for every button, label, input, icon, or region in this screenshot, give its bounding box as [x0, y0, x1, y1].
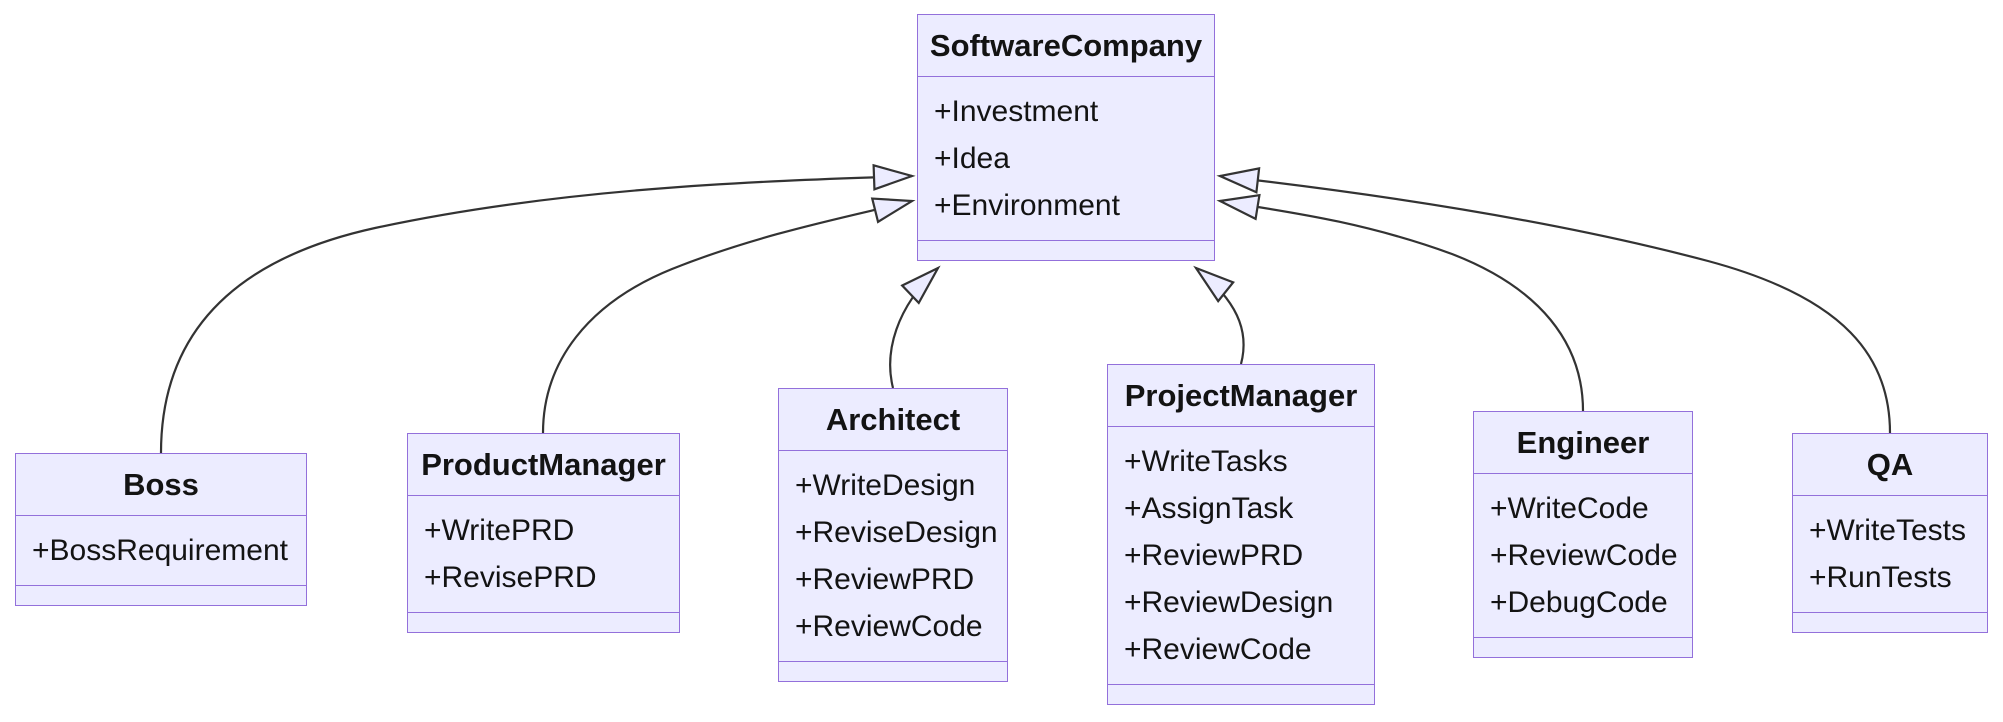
- class-node-boss: Boss +BossRequirement: [15, 453, 307, 606]
- class-title: Engineer: [1474, 412, 1692, 474]
- class-attribute: +Idea: [934, 142, 1010, 175]
- class-title: ProjectManager: [1108, 365, 1374, 427]
- class-node-productmanager: ProductManager +WritePRD +RevisePRD: [407, 433, 680, 633]
- class-node-softwarecompany: SoftwareCompany +Investment +Idea +Envir…: [917, 14, 1215, 261]
- class-attributes: +WriteCode +ReviewCode +DebugCode: [1474, 474, 1692, 638]
- edge-productmanager-to-softwarecompany: [541, 197, 916, 434]
- class-attribute: +Environment: [934, 189, 1120, 222]
- class-attribute: +WriteDesign: [795, 469, 976, 502]
- class-attributes: +WriteTests +RunTests: [1793, 496, 1987, 613]
- class-methods-compartment: [1793, 613, 1987, 632]
- class-title: SoftwareCompany: [918, 15, 1214, 77]
- class-methods-compartment: [1108, 685, 1374, 704]
- class-methods-compartment: [1474, 638, 1692, 657]
- class-title: QA: [1793, 434, 1987, 496]
- class-attribute: +ReviseDesign: [795, 516, 998, 549]
- class-node-engineer: Engineer +WriteCode +ReviewCode +DebugCo…: [1473, 411, 1693, 658]
- class-attribute: +RunTests: [1809, 561, 1952, 594]
- class-node-qa: QA +WriteTests +RunTests: [1792, 433, 1988, 633]
- class-attributes: +WriteTasks +AssignTask +ReviewPRD +Revi…: [1108, 427, 1374, 685]
- class-attribute: +BossRequirement: [32, 534, 288, 567]
- class-attribute: +DebugCode: [1490, 586, 1668, 619]
- class-methods-compartment: [16, 586, 306, 605]
- class-title: Boss: [16, 454, 306, 516]
- class-methods-compartment: [779, 662, 1007, 681]
- class-methods-compartment: [408, 613, 679, 632]
- class-attribute: +RevisePRD: [424, 561, 597, 594]
- class-attribute: +AssignTask: [1124, 492, 1294, 525]
- class-attribute: +WriteTasks: [1124, 445, 1288, 478]
- class-attributes: +Investment +Idea +Environment: [918, 77, 1214, 241]
- class-attributes: +WriteDesign +ReviseDesign +ReviewPRD +R…: [779, 451, 1007, 662]
- class-title: ProductManager: [408, 434, 679, 496]
- class-attribute: +ReviewCode: [795, 610, 983, 643]
- class-attribute: +ReviewDesign: [1124, 586, 1334, 619]
- class-attribute: +WritePRD: [424, 514, 575, 547]
- edge-projectmanager-to-softwarecompany: [1193, 265, 1245, 365]
- class-attribute: +WriteTests: [1809, 514, 1966, 547]
- class-attributes: +WritePRD +RevisePRD: [408, 496, 679, 613]
- class-attribute: +WriteCode: [1490, 492, 1649, 525]
- class-node-projectmanager: ProjectManager +WriteTasks +AssignTask +…: [1107, 364, 1375, 705]
- class-attribute: +Investment: [934, 95, 1099, 128]
- class-methods-compartment: [918, 241, 1214, 260]
- class-attribute: +ReviewPRD: [795, 563, 975, 596]
- edge-architect-to-softwarecompany: [889, 265, 941, 389]
- edge-engineer-to-softwarecompany: [1216, 193, 1585, 412]
- class-attribute: +ReviewPRD: [1124, 539, 1304, 572]
- class-attribute: +ReviewCode: [1490, 539, 1678, 572]
- edge-boss-to-softwarecompany: [159, 163, 916, 454]
- class-node-architect: Architect +WriteDesign +ReviseDesign +Re…: [778, 388, 1008, 682]
- class-title: Architect: [779, 389, 1007, 451]
- edge-qa-to-softwarecompany: [1216, 167, 1892, 434]
- class-attribute: +ReviewCode: [1124, 633, 1312, 666]
- class-attributes: +BossRequirement: [16, 516, 306, 586]
